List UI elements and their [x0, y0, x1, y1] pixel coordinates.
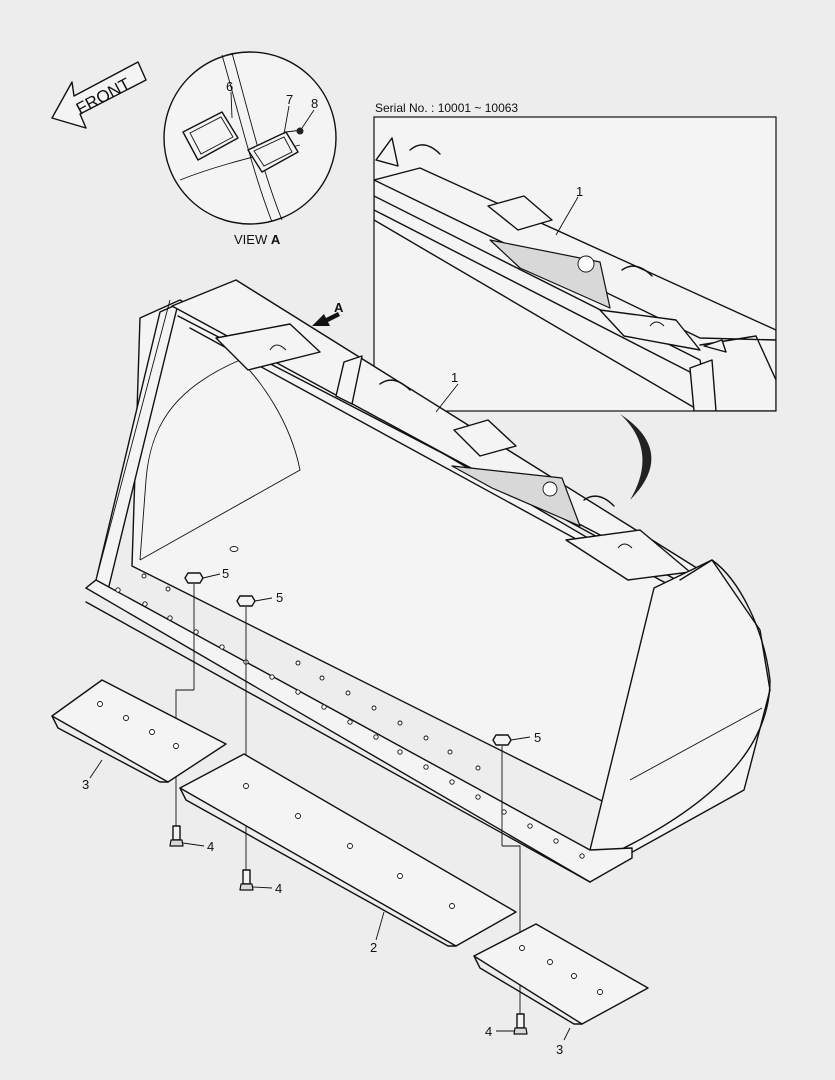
callout-5-c: 5 — [534, 730, 541, 745]
screw-8-shape — [296, 127, 304, 135]
inset-arrow — [620, 414, 652, 500]
view-a-detail: 6 7 8 VIEW A — [163, 51, 337, 247]
plate-2 — [179, 753, 517, 947]
callout-7: 7 — [286, 92, 293, 107]
plate-6-shape — [182, 111, 239, 161]
view-a-arrow: A — [312, 300, 344, 326]
arrow-a-label: A — [334, 300, 344, 315]
bolt-4-c — [496, 1013, 528, 1035]
callout-5-b: 5 — [276, 590, 283, 605]
callout-5-a: 5 — [222, 566, 229, 581]
bolt-4-b — [239, 869, 273, 891]
bucket-assembly — [85, 279, 771, 883]
callout-4-a: 4 — [207, 839, 214, 854]
view-a-label: VIEW A — [234, 232, 281, 247]
callout-3-left: 3 — [82, 777, 89, 792]
callout-4-b: 4 — [275, 881, 282, 896]
clip-7-shape — [247, 131, 299, 173]
callout-2: 2 — [370, 940, 377, 955]
view-label-prefix: VIEW — [234, 232, 271, 247]
view-label-letter: A — [271, 232, 281, 247]
nut-5-c — [492, 734, 531, 846]
serial-inset: Serial No. : 10001 ~ 10063 1 — [373, 101, 777, 500]
callout-4-c: 4 — [485, 1024, 492, 1039]
nut-5-a — [184, 572, 221, 690]
bolt-4-a — [169, 825, 205, 847]
front-arrow: FRONT — [51, 61, 147, 129]
serial-label: Serial No. : 10001 ~ 10063 — [375, 101, 518, 115]
callout-8: 8 — [311, 96, 318, 111]
plate-3-left — [51, 679, 227, 783]
plate-3-right — [473, 923, 649, 1025]
callout-1: 1 — [451, 370, 458, 385]
inset-callout-1: 1 — [576, 184, 583, 199]
callout-3-right: 3 — [556, 1042, 563, 1057]
base-holes — [115, 573, 585, 859]
callout-6: 6 — [226, 79, 233, 94]
